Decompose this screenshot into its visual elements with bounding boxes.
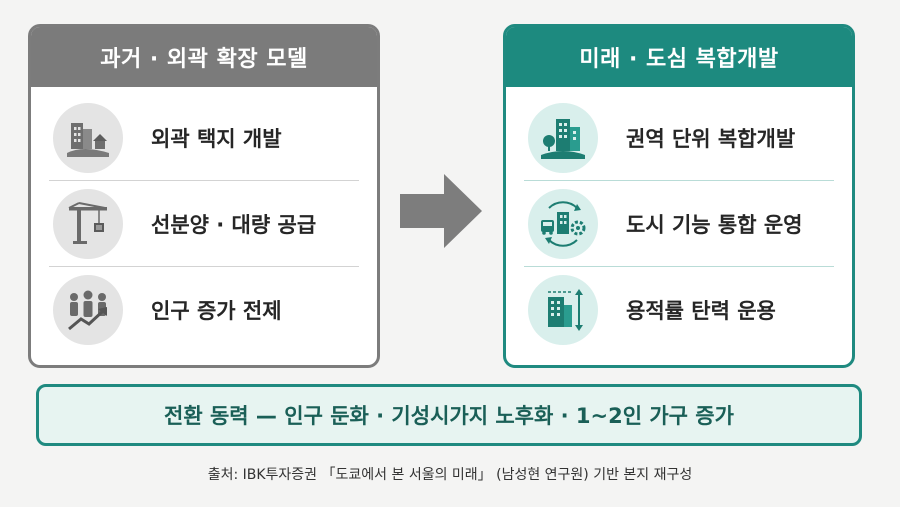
future-item-label: 용적률 탄력 운용 [626,299,776,323]
future-item-district: 권역 단위 복합개발 [524,95,834,181]
construction-crane-icon [53,188,123,259]
past-model-title: 과거 · 외곽 확장 모델 [31,27,377,87]
past-item-suburban: 외곽 택지 개발 [49,95,359,181]
suburban-development-icon [53,102,123,173]
future-item-integrated: 도시 기능 통합 운영 [524,181,834,267]
future-item-label: 권역 단위 복합개발 [626,126,796,151]
past-item-label: 외곽 택지 개발 [151,126,282,151]
future-item-label: 도시 기능 통합 운영 [626,212,803,237]
future-model-panel: 미래 · 도심 복합개발 [503,24,855,368]
population-growth-icon [53,275,123,345]
integrated-city-functions-icon [528,188,598,259]
future-item-flexible: 용적률 탄력 운용 [524,267,834,353]
transition-drivers-banner: 전환 동력 — 인구 둔화 · 기성시가지 노후화 · 1~2인 가구 증가 [36,384,862,446]
past-model-panel: 과거 · 외곽 확장 모델 외곽 택지 개발 [28,24,380,368]
past-item-population: 인구 증가 전제 [49,267,359,353]
flexible-floor-area-icon [528,275,598,345]
past-item-presale: 선분양 · 대량 공급 [49,181,359,267]
future-model-title: 미래 · 도심 복합개발 [506,27,852,87]
past-item-label: 인구 증가 전제 [151,299,282,323]
past-item-label: 선분양 · 대량 공급 [151,212,317,237]
source-caption: 출처: IBK투자증권 「도쿄에서 본 서울의 미래」 (남성현 연구원) 기반… [207,467,693,483]
transition-arrow-icon [400,174,482,252]
city-district-icon [528,102,598,173]
